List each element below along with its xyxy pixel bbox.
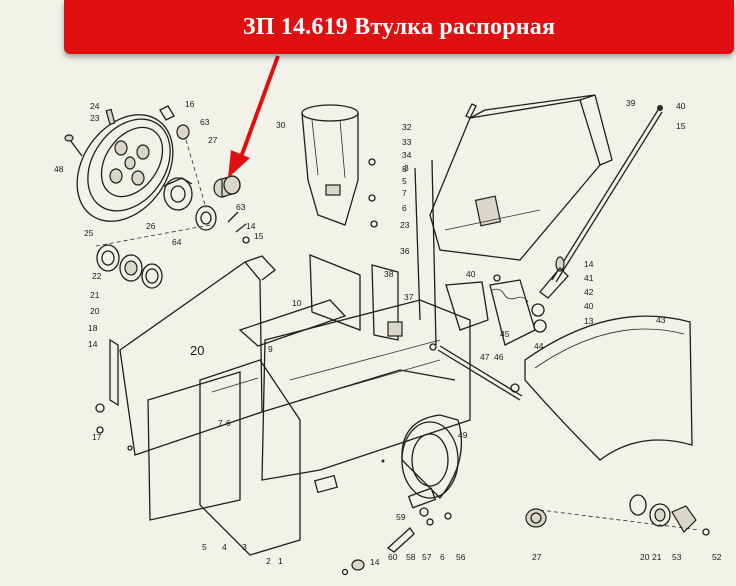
label-22: 22 bbox=[92, 271, 102, 281]
highlight-arrow bbox=[228, 55, 280, 178]
label-6: 6 bbox=[402, 203, 407, 213]
label-18: 18 bbox=[88, 323, 98, 333]
pin-part bbox=[64, 134, 83, 157]
curved-guard-part bbox=[524, 315, 693, 461]
label-64: 64 bbox=[172, 237, 182, 247]
label-60: 60 bbox=[388, 552, 398, 562]
label-58: 58 bbox=[406, 552, 416, 562]
banner-title: ЗП 14.619 Втулка распорная bbox=[242, 13, 556, 40]
label-4: 4 bbox=[222, 542, 227, 552]
bottom-small-parts bbox=[341, 487, 452, 576]
label-13: 13 bbox=[584, 316, 594, 326]
label-44: 44 bbox=[534, 341, 544, 351]
label-41: 41 bbox=[584, 273, 594, 283]
label-38: 38 bbox=[384, 269, 394, 279]
label-7b: 7 bbox=[218, 418, 223, 428]
label-57: 57 bbox=[422, 552, 432, 562]
label-49: 49 bbox=[458, 430, 468, 440]
spacer-bushing-lower bbox=[525, 508, 547, 528]
label-15b: 15 bbox=[676, 121, 686, 131]
tie-rods bbox=[414, 159, 437, 351]
key-part bbox=[105, 108, 116, 126]
label-6c: 6 bbox=[440, 552, 445, 562]
label-34: 34 bbox=[402, 150, 412, 160]
label-14d: 14 bbox=[370, 557, 380, 567]
label-63: 63 bbox=[200, 117, 210, 127]
label-24: 24 bbox=[90, 101, 100, 111]
label-9: 9 bbox=[268, 344, 273, 354]
label-59: 59 bbox=[396, 512, 406, 522]
label-39: 39 bbox=[626, 98, 636, 108]
label-47: 47 bbox=[480, 352, 490, 362]
label-26: 26 bbox=[146, 221, 156, 231]
pulley-part bbox=[76, 114, 174, 222]
label-37: 37 bbox=[404, 292, 414, 302]
small-bolts bbox=[227, 211, 250, 244]
label-14: 14 bbox=[246, 221, 256, 231]
label-40b: 40 bbox=[584, 301, 594, 311]
label-21: 21 bbox=[90, 290, 100, 300]
spacer-bushing-part bbox=[213, 175, 241, 198]
left-stay bbox=[95, 338, 119, 434]
sector-part bbox=[445, 274, 536, 346]
connecting-rod bbox=[437, 345, 523, 401]
main-frame bbox=[119, 255, 471, 494]
part-number-labels: 24 23 48 16 63 27 25 26 64 63 14 15 22 2… bbox=[54, 98, 722, 567]
label-33: 33 bbox=[402, 137, 412, 147]
label-3: 3 bbox=[404, 163, 409, 173]
label-56: 56 bbox=[456, 552, 466, 562]
label-15: 15 bbox=[254, 231, 264, 241]
label-2: 2 bbox=[266, 556, 271, 566]
label-27b: 27 bbox=[532, 552, 542, 562]
label-5b: 5 bbox=[202, 542, 207, 552]
label-5: 5 bbox=[402, 176, 407, 186]
side-plate bbox=[147, 359, 301, 556]
label-46: 46 bbox=[494, 352, 504, 362]
label-14b: 14 bbox=[584, 259, 594, 269]
label-36: 36 bbox=[400, 246, 410, 256]
label-10: 10 bbox=[292, 298, 302, 308]
label-7: 7 bbox=[402, 188, 407, 198]
label-17: 17 bbox=[92, 432, 102, 442]
chute-part bbox=[429, 94, 613, 261]
label-43: 43 bbox=[656, 315, 666, 325]
hopper-part bbox=[301, 104, 378, 228]
bearing-set-left bbox=[95, 224, 211, 289]
label-40c: 40 bbox=[466, 269, 476, 279]
label-8: 8 bbox=[402, 164, 407, 174]
label-14c: 14 bbox=[88, 339, 98, 349]
label-1: 1 bbox=[278, 556, 283, 566]
label-27: 27 bbox=[208, 135, 218, 145]
label-48: 48 bbox=[54, 164, 64, 174]
label-23b: 23 bbox=[400, 220, 410, 230]
label-42: 42 bbox=[584, 287, 594, 297]
label-20b: 20 bbox=[640, 552, 650, 562]
label-23: 23 bbox=[90, 113, 100, 123]
label-30: 30 bbox=[276, 120, 286, 130]
label-52: 52 bbox=[712, 552, 722, 562]
title-banner: ЗП 14.619 Втулка распорная bbox=[64, 0, 734, 54]
label-21b: 21 bbox=[652, 552, 662, 562]
label-25: 25 bbox=[84, 228, 94, 238]
label-40: 40 bbox=[676, 101, 686, 111]
label-16: 16 bbox=[185, 99, 195, 109]
label-6b: 6 bbox=[226, 418, 231, 428]
label-20-large: 20 bbox=[190, 343, 204, 358]
drum-part bbox=[381, 414, 463, 499]
hub-part bbox=[159, 105, 217, 231]
label-20: 20 bbox=[90, 306, 100, 316]
label-53: 53 bbox=[672, 552, 682, 562]
label-32: 32 bbox=[402, 122, 412, 132]
bearing-set-right bbox=[539, 494, 710, 536]
label-63b: 63 bbox=[236, 202, 246, 212]
label-3b: 3 bbox=[242, 542, 247, 552]
label-45: 45 bbox=[500, 329, 510, 339]
mid-shield-part bbox=[309, 254, 403, 341]
lever-part bbox=[531, 105, 663, 333]
